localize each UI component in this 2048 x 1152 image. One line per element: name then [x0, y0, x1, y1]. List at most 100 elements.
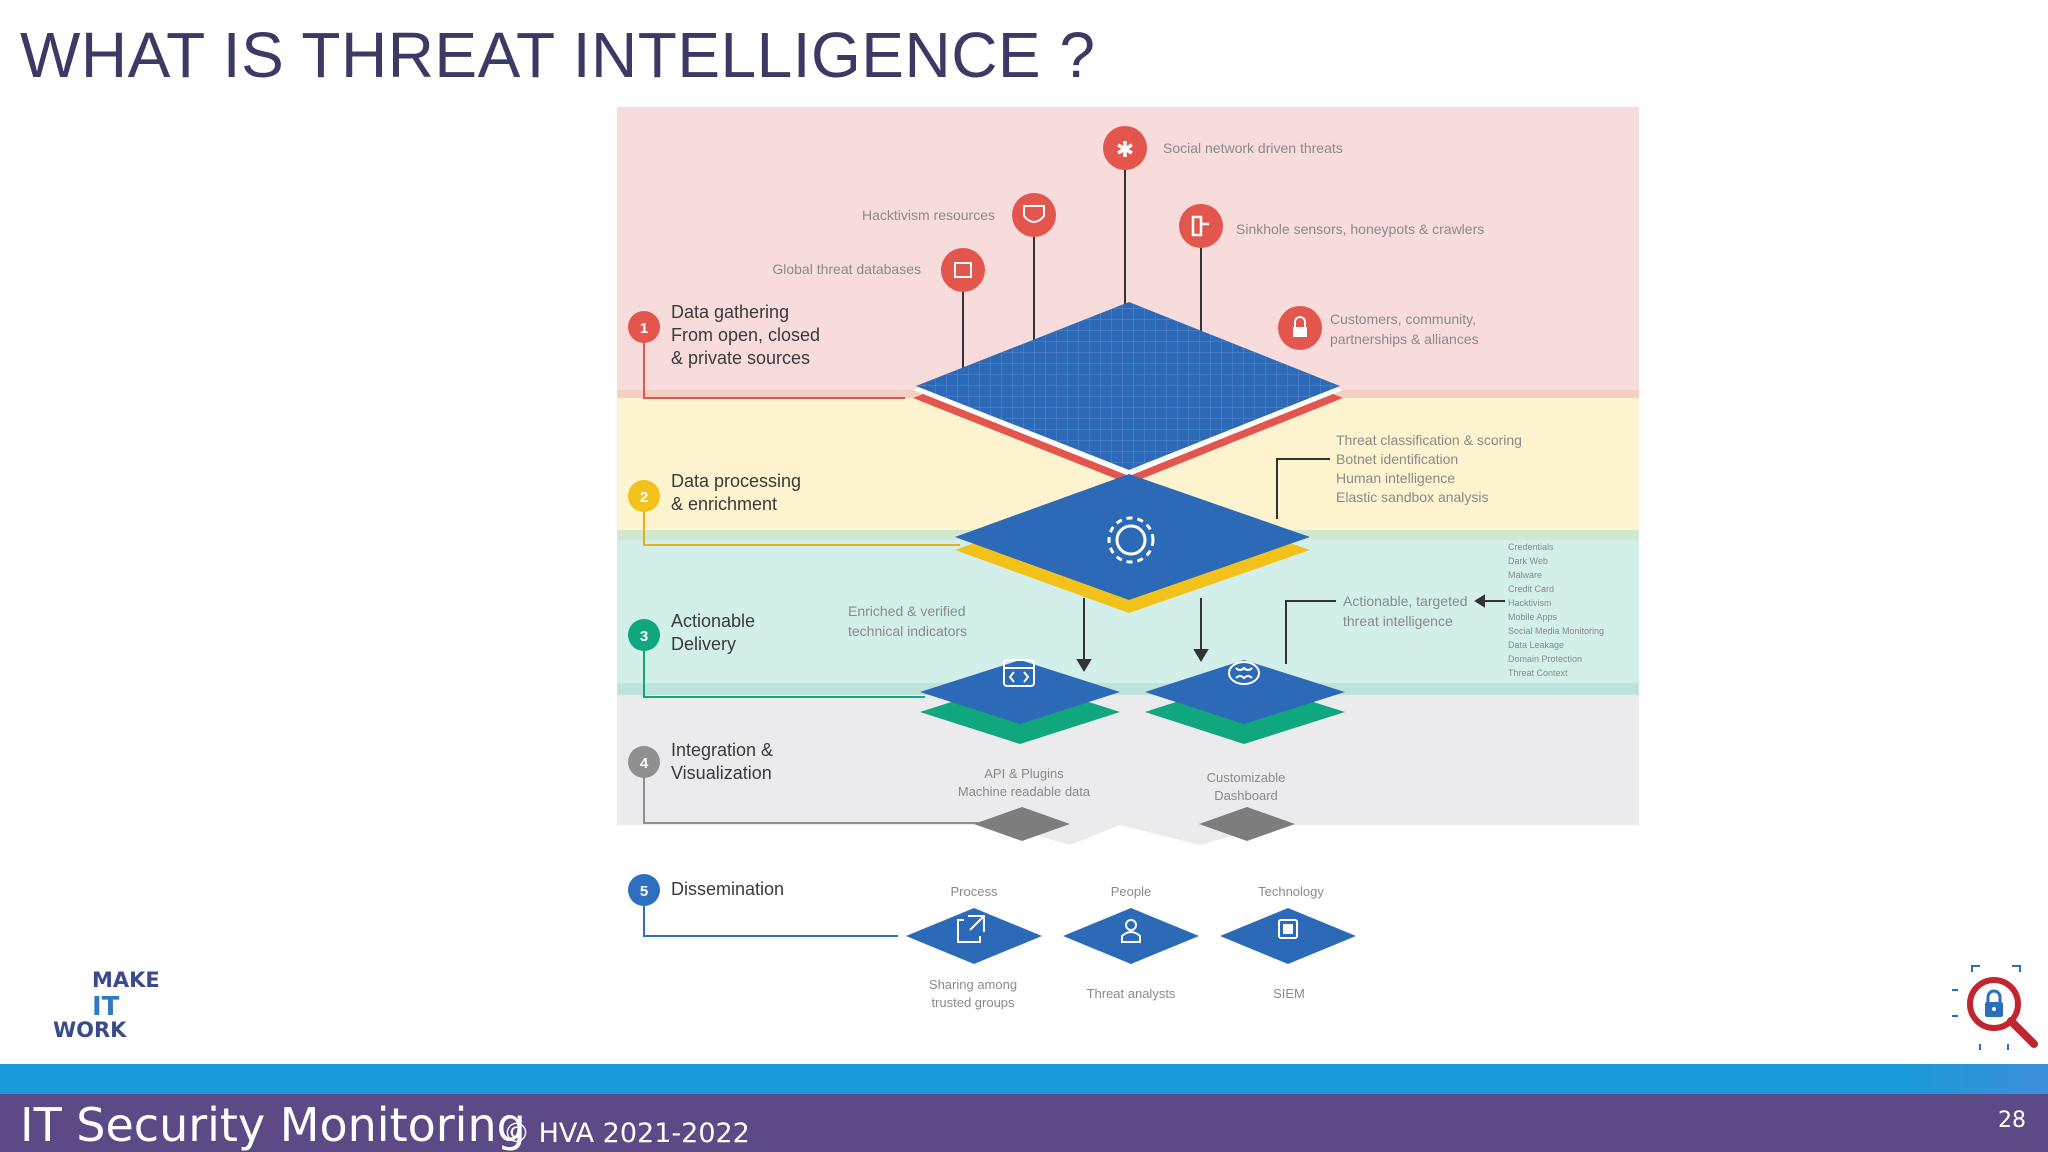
enriched-line2: technical indicators — [848, 623, 967, 639]
feed-item: Credentials — [1508, 542, 1554, 552]
technology-tile — [1220, 908, 1356, 964]
stage-badge-3: 3 — [628, 619, 660, 651]
sensor-icon — [1191, 215, 1209, 237]
feeds-list: Credentials Dark Web Malware Credit Card… — [1508, 542, 1604, 678]
connector-stage-4 — [643, 776, 978, 824]
stage-4-line2: Visualization — [671, 763, 772, 783]
process-tile — [906, 908, 1042, 964]
source-pins: ✱ — [941, 126, 1322, 392]
mask-icon — [1023, 205, 1045, 223]
api-line2: Machine readable data — [958, 784, 1091, 799]
logo-make: MAKE — [92, 968, 160, 992]
processing-line2: Botnet identification — [1336, 451, 1458, 467]
stage-number-1: 1 — [640, 320, 648, 337]
gear-icon — [1107, 516, 1155, 564]
hacktivism-label: Hacktivism resources — [862, 207, 995, 223]
feed-item: Dark Web — [1508, 556, 1548, 566]
customers-pin — [1278, 306, 1322, 350]
delivery-tile-indicators — [920, 659, 1120, 744]
feed-item: Domain Protection — [1508, 654, 1582, 664]
api-line1: API & Plugins — [984, 766, 1064, 781]
customers-label-2: partnerships & alliances — [1330, 331, 1479, 347]
feed-item: Hacktivism — [1508, 598, 1552, 608]
hacktivism-pin — [1012, 193, 1056, 237]
delivery-arrows — [1076, 598, 1209, 672]
dashboard-tile — [1199, 807, 1295, 841]
stage-1-line2: From open, closed — [671, 325, 820, 345]
database-icon — [954, 262, 972, 278]
feed-item: Threat Context — [1508, 668, 1568, 678]
stage-1-line1: Data gathering — [671, 302, 789, 322]
footer-accent-bar — [0, 1064, 2048, 1094]
page-number: 28 — [1998, 1108, 2026, 1133]
people-tile — [1063, 908, 1199, 964]
network-icon: ✱ — [1116, 137, 1134, 162]
slide-title: WHAT IS THREAT INTELLIGENCE ? — [20, 19, 1096, 91]
connector-stage-5 — [643, 904, 898, 937]
feeds-arrow — [1474, 594, 1505, 608]
feed-item: Malware — [1508, 570, 1542, 580]
customers-label-1: Customers, community, — [1330, 311, 1476, 327]
dash-line1: Customizable — [1207, 770, 1286, 785]
stage-2-line1: Data processing — [671, 471, 801, 491]
actionable-line1: Actionable, targeted — [1343, 593, 1468, 609]
process-label: Process — [951, 884, 998, 899]
dissemination-labels: Process People Technology Sharing among … — [929, 884, 1324, 1010]
processing-labels: Threat classification & scoring Botnet i… — [1336, 432, 1522, 505]
stage-4-line1: Integration & — [671, 740, 773, 760]
global-db-pin — [941, 248, 985, 292]
stage-labels: Data gathering From open, closed & priva… — [671, 302, 820, 899]
feed-item: Mobile Apps — [1508, 612, 1558, 622]
stage-connectors — [643, 342, 978, 937]
sinkhole-label: Sinkhole sensors, honeypots & crawlers — [1236, 221, 1484, 237]
enriched-line1: Enriched & verified — [848, 603, 966, 619]
share-icon — [957, 915, 985, 943]
delivery-labels: Enriched & verified technical indicators… — [848, 593, 1468, 639]
processing-tile — [955, 474, 1310, 613]
connector-stage-3 — [643, 650, 925, 698]
stage-5-line1: Dissemination — [671, 879, 784, 899]
band-delivery-edge — [617, 683, 1639, 695]
dissemination-tiles — [906, 908, 1356, 964]
stage-badge-2: 2 — [628, 480, 660, 512]
sinkhole-pin — [1179, 204, 1223, 248]
logo-it: IT — [92, 992, 120, 1022]
band-integration — [617, 695, 1639, 825]
security-search-logo — [1952, 965, 2038, 1050]
social-label: Social network driven threats — [1163, 140, 1343, 156]
stage-3-line1: Actionable — [671, 611, 755, 631]
feed-item: Data Leakage — [1508, 640, 1564, 650]
stage-number-4: 4 — [640, 755, 649, 772]
siem-label: SIEM — [1273, 986, 1305, 1001]
actionable-connector — [1285, 600, 1336, 664]
technology-label: Technology — [1258, 884, 1324, 899]
brain-icon — [1228, 661, 1260, 685]
gathering-tile — [913, 302, 1343, 484]
dash-line2: Dashboard — [1214, 788, 1278, 803]
stage-number-2: 2 — [640, 489, 648, 506]
sharing-line2: trusted groups — [931, 995, 1015, 1010]
sharing-line1: Sharing among — [929, 977, 1017, 992]
integration-tiles — [974, 807, 1295, 841]
processing-line1: Threat classification & scoring — [1336, 432, 1522, 448]
source-labels: Social network driven threats Hacktivism… — [772, 140, 1484, 347]
make-it-work-logo: MAKE IT WORK — [50, 968, 170, 1046]
actionable-line2: threat intelligence — [1343, 613, 1453, 629]
chip-icon — [1278, 919, 1298, 939]
stage-number-5: 5 — [640, 883, 648, 900]
padlock-icon — [1985, 989, 2003, 1017]
stage-3-line2: Delivery — [671, 634, 736, 654]
band-integration-notch — [1000, 825, 1270, 845]
stage-1-line3: & private sources — [671, 348, 810, 368]
connector-stage-1 — [643, 342, 905, 399]
code-window-icon — [1003, 659, 1035, 687]
api-tile — [974, 807, 1070, 841]
processing-line4: Elastic sandbox analysis — [1336, 489, 1489, 505]
person-icon — [1121, 919, 1141, 943]
stage-badge-1: 1 — [628, 311, 660, 343]
feed-item: Social Media Monitoring — [1508, 626, 1604, 636]
processing-line3: Human intelligence — [1336, 470, 1455, 486]
stage-number-3: 3 — [640, 628, 648, 645]
footer-course-title: IT Security Monitoring — [20, 1098, 526, 1152]
